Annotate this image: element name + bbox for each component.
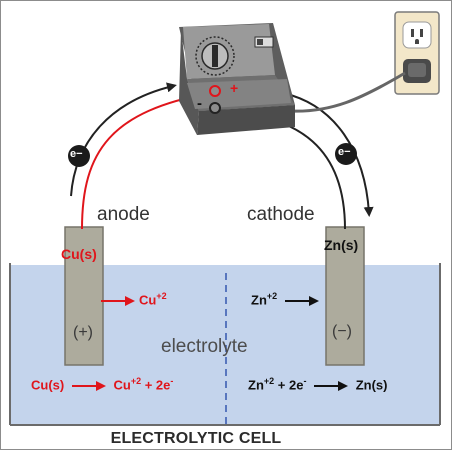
diagram-title: ELECTROLYTIC CELL <box>110 430 282 447</box>
supply-minus-sign: - <box>197 95 202 112</box>
zinc-ion-charge: +2 <box>266 291 278 301</box>
reaction-anode-product-charge: +2 <box>130 376 142 386</box>
reaction-arrow-icon <box>314 380 349 391</box>
reaction-cathode-reactant-charge: +2 <box>263 376 275 386</box>
negative-terminal <box>209 102 221 114</box>
copper-ion-charge: +2 <box>156 291 167 301</box>
reduction-half-reaction: Zn+2 + 2e- Zn(s) <box>248 376 387 392</box>
zinc-ion-migration: Zn+2 <box>251 291 323 307</box>
anode-label: anode <box>97 204 150 225</box>
migration-arrow-right <box>284 295 319 306</box>
electron-badge-right <box>335 143 357 165</box>
cathode-electrode-label: Zn(s) <box>324 237 359 253</box>
electron-flow-arrow-right <box>282 92 374 217</box>
electron-badge-left <box>68 145 90 167</box>
reaction-cathode-electron-sign: - <box>303 376 307 386</box>
anode-wire <box>81 92 212 230</box>
anode-terminal-sign: (+) <box>73 324 93 341</box>
supply-plus-sign: + <box>230 80 239 96</box>
reaction-cathode-electrons: + 2e <box>274 377 304 393</box>
migration-arrow-right <box>101 295 135 306</box>
dial-knob-icon <box>195 36 235 76</box>
reaction-anode-product: Cu <box>113 377 131 393</box>
reaction-anode-reactant: Cu(s) <box>31 377 65 393</box>
copper-ion-symbol: Cu <box>139 292 157 308</box>
anode-electrode <box>64 226 104 366</box>
zinc-ion-symbol: Zn <box>251 292 267 308</box>
cathode-terminal-sign: (−) <box>332 323 352 340</box>
electrolyte-label: electrolyte <box>161 336 248 357</box>
reaction-cathode-reactant: Zn <box>248 377 264 393</box>
electron-symbol-right: e− <box>338 146 351 158</box>
positive-terminal <box>209 85 221 97</box>
reaction-anode-electron-sign: - <box>170 376 174 386</box>
switch-icon <box>254 36 274 48</box>
electron-symbol-left: e− <box>70 148 83 160</box>
reaction-arrow-icon <box>71 380 106 391</box>
anode-electrode-label: Cu(s) <box>61 246 97 262</box>
power-cord <box>288 71 406 113</box>
reaction-cathode-product: Zn(s) <box>355 377 388 393</box>
electron-flow-arrow-left <box>70 82 177 197</box>
cathode-label: cathode <box>247 204 315 225</box>
copper-ion-migration: Cu+2 <box>101 291 169 308</box>
plug-icon <box>403 59 431 83</box>
cathode-electrode <box>325 226 365 366</box>
reaction-anode-electrons: + 2e <box>141 377 171 393</box>
power-supply-icon <box>179 23 295 135</box>
oxidation-half-reaction: Cu(s) Cu+2 + 2e- <box>31 376 173 392</box>
